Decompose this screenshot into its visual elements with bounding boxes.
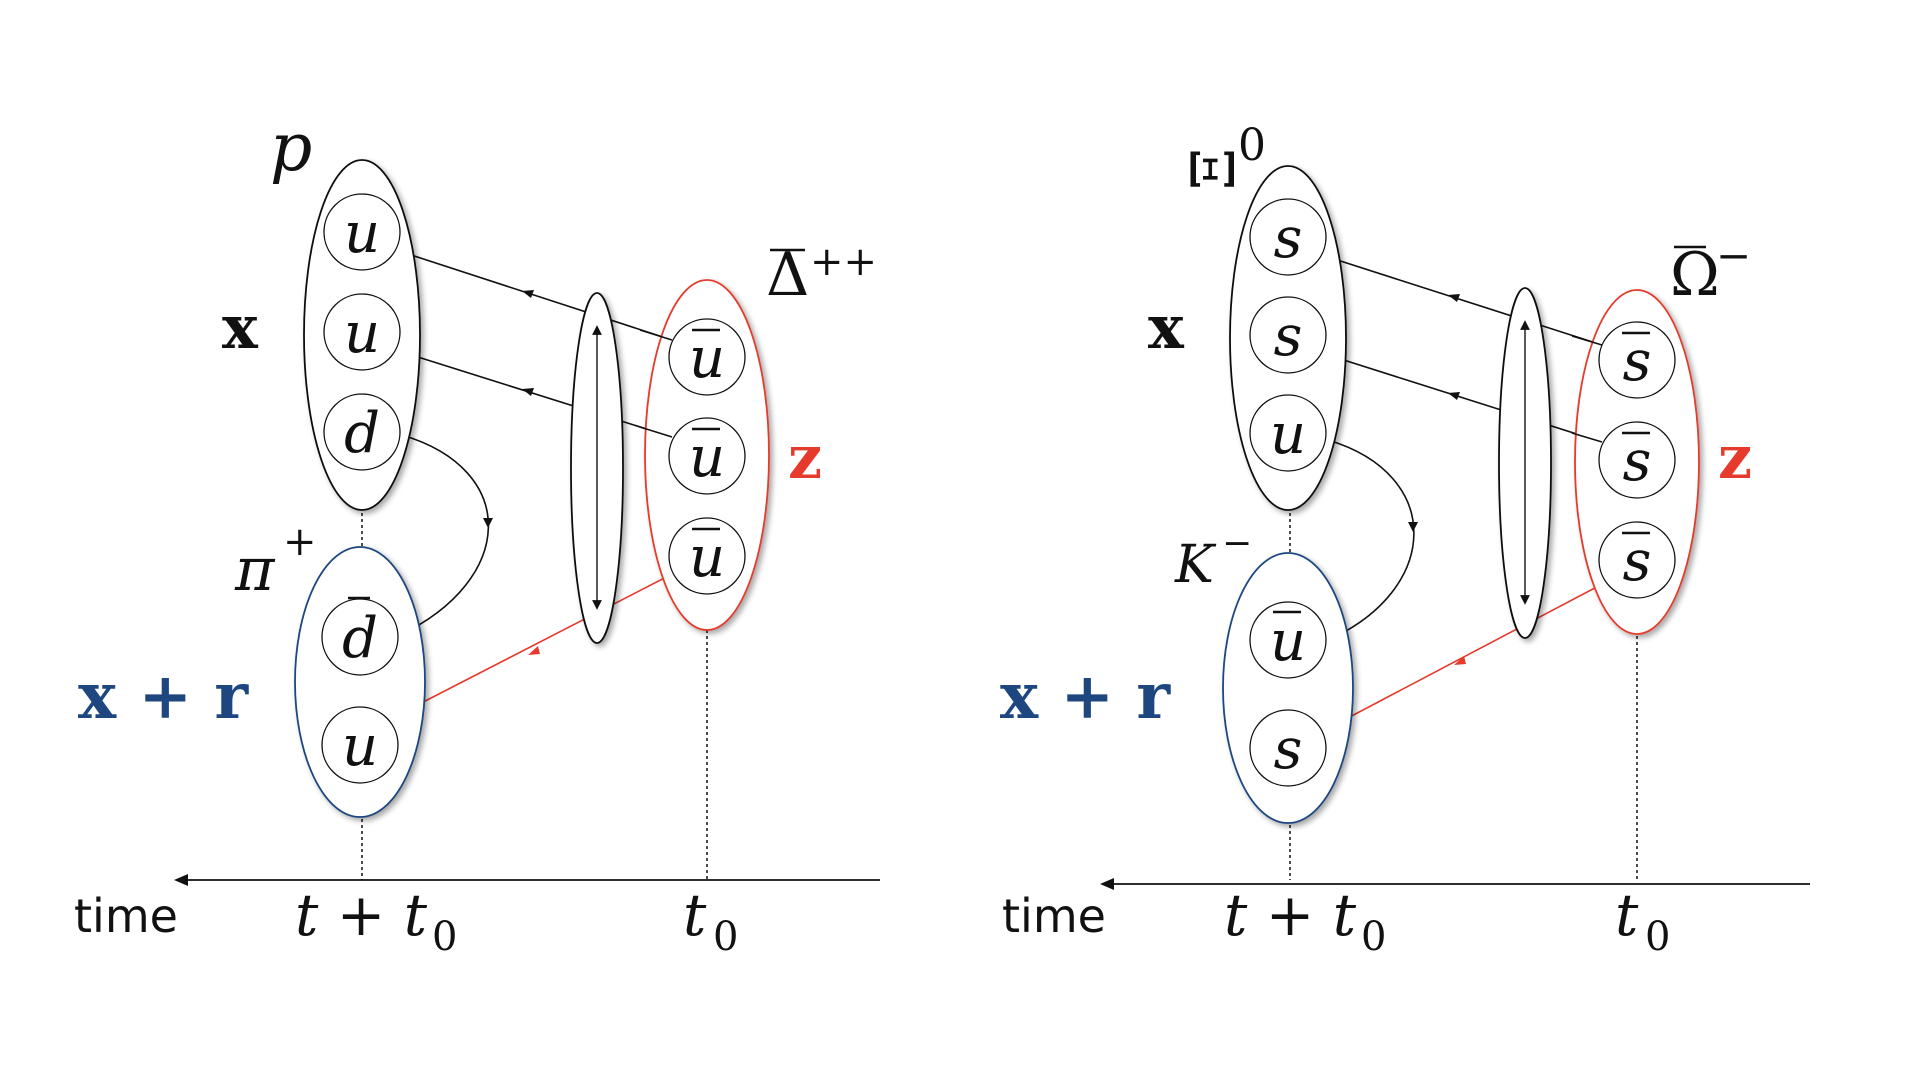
svg-text:u: u xyxy=(344,301,380,366)
right-antibaryon-quark-2: s xyxy=(1598,421,1676,499)
left-propagator-2-end xyxy=(639,426,673,438)
right-propagator-curve xyxy=(1327,439,1415,641)
left-propagator-1 xyxy=(401,251,673,341)
right-propagator-2 xyxy=(1327,354,1603,443)
left-xr-label: x + r xyxy=(78,659,249,734)
svg-text:s: s xyxy=(1623,429,1652,494)
svg-text:π: π xyxy=(234,535,276,605)
svg-text:Ξ: Ξ xyxy=(1179,148,1249,190)
left-time-arrowhead xyxy=(174,874,188,886)
svg-text:t + t: t + t xyxy=(1224,881,1357,949)
svg-text:u: u xyxy=(689,525,725,590)
right-baryon-quark-1: s xyxy=(1249,198,1327,276)
left-x-label: x xyxy=(222,293,259,363)
svg-text:0: 0 xyxy=(1238,120,1266,171)
left-propagator-2 xyxy=(401,351,673,438)
svg-text:++: ++ xyxy=(810,239,877,285)
svg-text:u: u xyxy=(1270,402,1306,467)
right-arrow-red xyxy=(1454,656,1466,665)
left-propagator-1-end xyxy=(639,329,673,341)
left-baryon-label: p xyxy=(270,109,312,186)
right-meson-quark-2: s xyxy=(1249,709,1327,787)
svg-text:0: 0 xyxy=(432,914,457,960)
svg-text:s: s xyxy=(1274,717,1303,782)
svg-text:0: 0 xyxy=(713,914,738,960)
right-baryon-label: Ξ 0 xyxy=(1179,120,1266,190)
svg-text:u: u xyxy=(342,714,378,779)
left-antibaryon-quark-2: u xyxy=(668,417,746,495)
right-propagator-1 xyxy=(1327,256,1603,346)
right-xr-label: x + r xyxy=(1000,659,1171,734)
svg-text:u: u xyxy=(689,425,725,490)
right-diagram: s s u u s s s xyxy=(1000,120,1810,960)
svg-text:u: u xyxy=(1270,609,1306,674)
svg-text:u: u xyxy=(689,326,725,391)
right-meson-quark-1: u xyxy=(1249,601,1327,679)
left-arrow-curve xyxy=(483,518,493,528)
left-baryon-quark-3: d xyxy=(323,393,401,471)
svg-text:s: s xyxy=(1623,529,1652,594)
left-z-label: z xyxy=(788,423,822,493)
svg-text:t + t: t + t xyxy=(295,881,428,949)
right-x-label: x xyxy=(1148,293,1185,363)
svg-text:s: s xyxy=(1274,206,1303,271)
right-arrow-2 xyxy=(1448,392,1460,400)
left-baryon-quark-1: u xyxy=(323,193,401,271)
left-meson-quark-1: d xyxy=(321,596,399,676)
svg-text:u: u xyxy=(344,201,380,266)
left-diagram: u u d d u u u xyxy=(74,109,880,960)
svg-text:0: 0 xyxy=(1361,914,1386,960)
right-baryon-quark-3: u xyxy=(1249,394,1327,472)
left-source-time: t 0 xyxy=(683,881,738,960)
svg-text:−: − xyxy=(1222,523,1252,564)
right-arrow-curve xyxy=(1408,522,1418,532)
left-baryon-quark-2: u xyxy=(323,293,401,371)
left-antibaryon-quark-1: u xyxy=(668,318,746,396)
svg-text:t: t xyxy=(1615,881,1639,949)
svg-text:d: d xyxy=(342,606,378,671)
left-antibaryon-label: Δ ++ xyxy=(766,239,877,310)
left-antibaryon-quark-3: u xyxy=(668,517,746,595)
right-antibaryon-quark-3: s xyxy=(1598,521,1676,599)
svg-text:s: s xyxy=(1623,329,1652,394)
right-time-label: time xyxy=(1002,889,1106,943)
left-arrow-1 xyxy=(522,290,534,298)
right-meson-label: K − xyxy=(1174,523,1252,595)
left-arrow-red xyxy=(528,646,540,655)
left-propagator-red xyxy=(397,569,681,716)
svg-text:Δ: Δ xyxy=(766,240,809,310)
left-arrow-2 xyxy=(522,388,534,396)
left-meson-label: π + xyxy=(234,519,317,605)
right-source-time: t 0 xyxy=(1615,881,1670,960)
svg-text:+: + xyxy=(283,519,317,565)
left-time-label: time xyxy=(74,889,178,943)
right-antibaryon-quark-1: s xyxy=(1598,321,1676,399)
right-propagator-1-end xyxy=(1571,335,1603,346)
svg-text:Ω: Ω xyxy=(1670,240,1720,310)
right-propagator-2-end xyxy=(1571,432,1603,443)
right-arrow-1 xyxy=(1448,294,1460,302)
svg-text:d: d xyxy=(344,401,380,466)
right-baryon-quark-2: s xyxy=(1249,296,1327,374)
right-sink-time: t + t 0 xyxy=(1224,881,1386,960)
svg-text:−: − xyxy=(1716,231,1751,280)
svg-text:t: t xyxy=(683,881,707,949)
right-propagator-red xyxy=(1324,579,1611,731)
svg-text:s: s xyxy=(1274,304,1303,369)
right-z-label: z xyxy=(1718,423,1752,493)
left-sink-time: t + t 0 xyxy=(295,881,457,960)
right-antibaryon-label: Ω − xyxy=(1670,231,1751,310)
svg-text:K: K xyxy=(1174,535,1217,595)
left-meson-quark-2: u xyxy=(321,706,399,784)
svg-text:0: 0 xyxy=(1645,914,1670,960)
right-time-arrowhead xyxy=(1100,878,1114,890)
